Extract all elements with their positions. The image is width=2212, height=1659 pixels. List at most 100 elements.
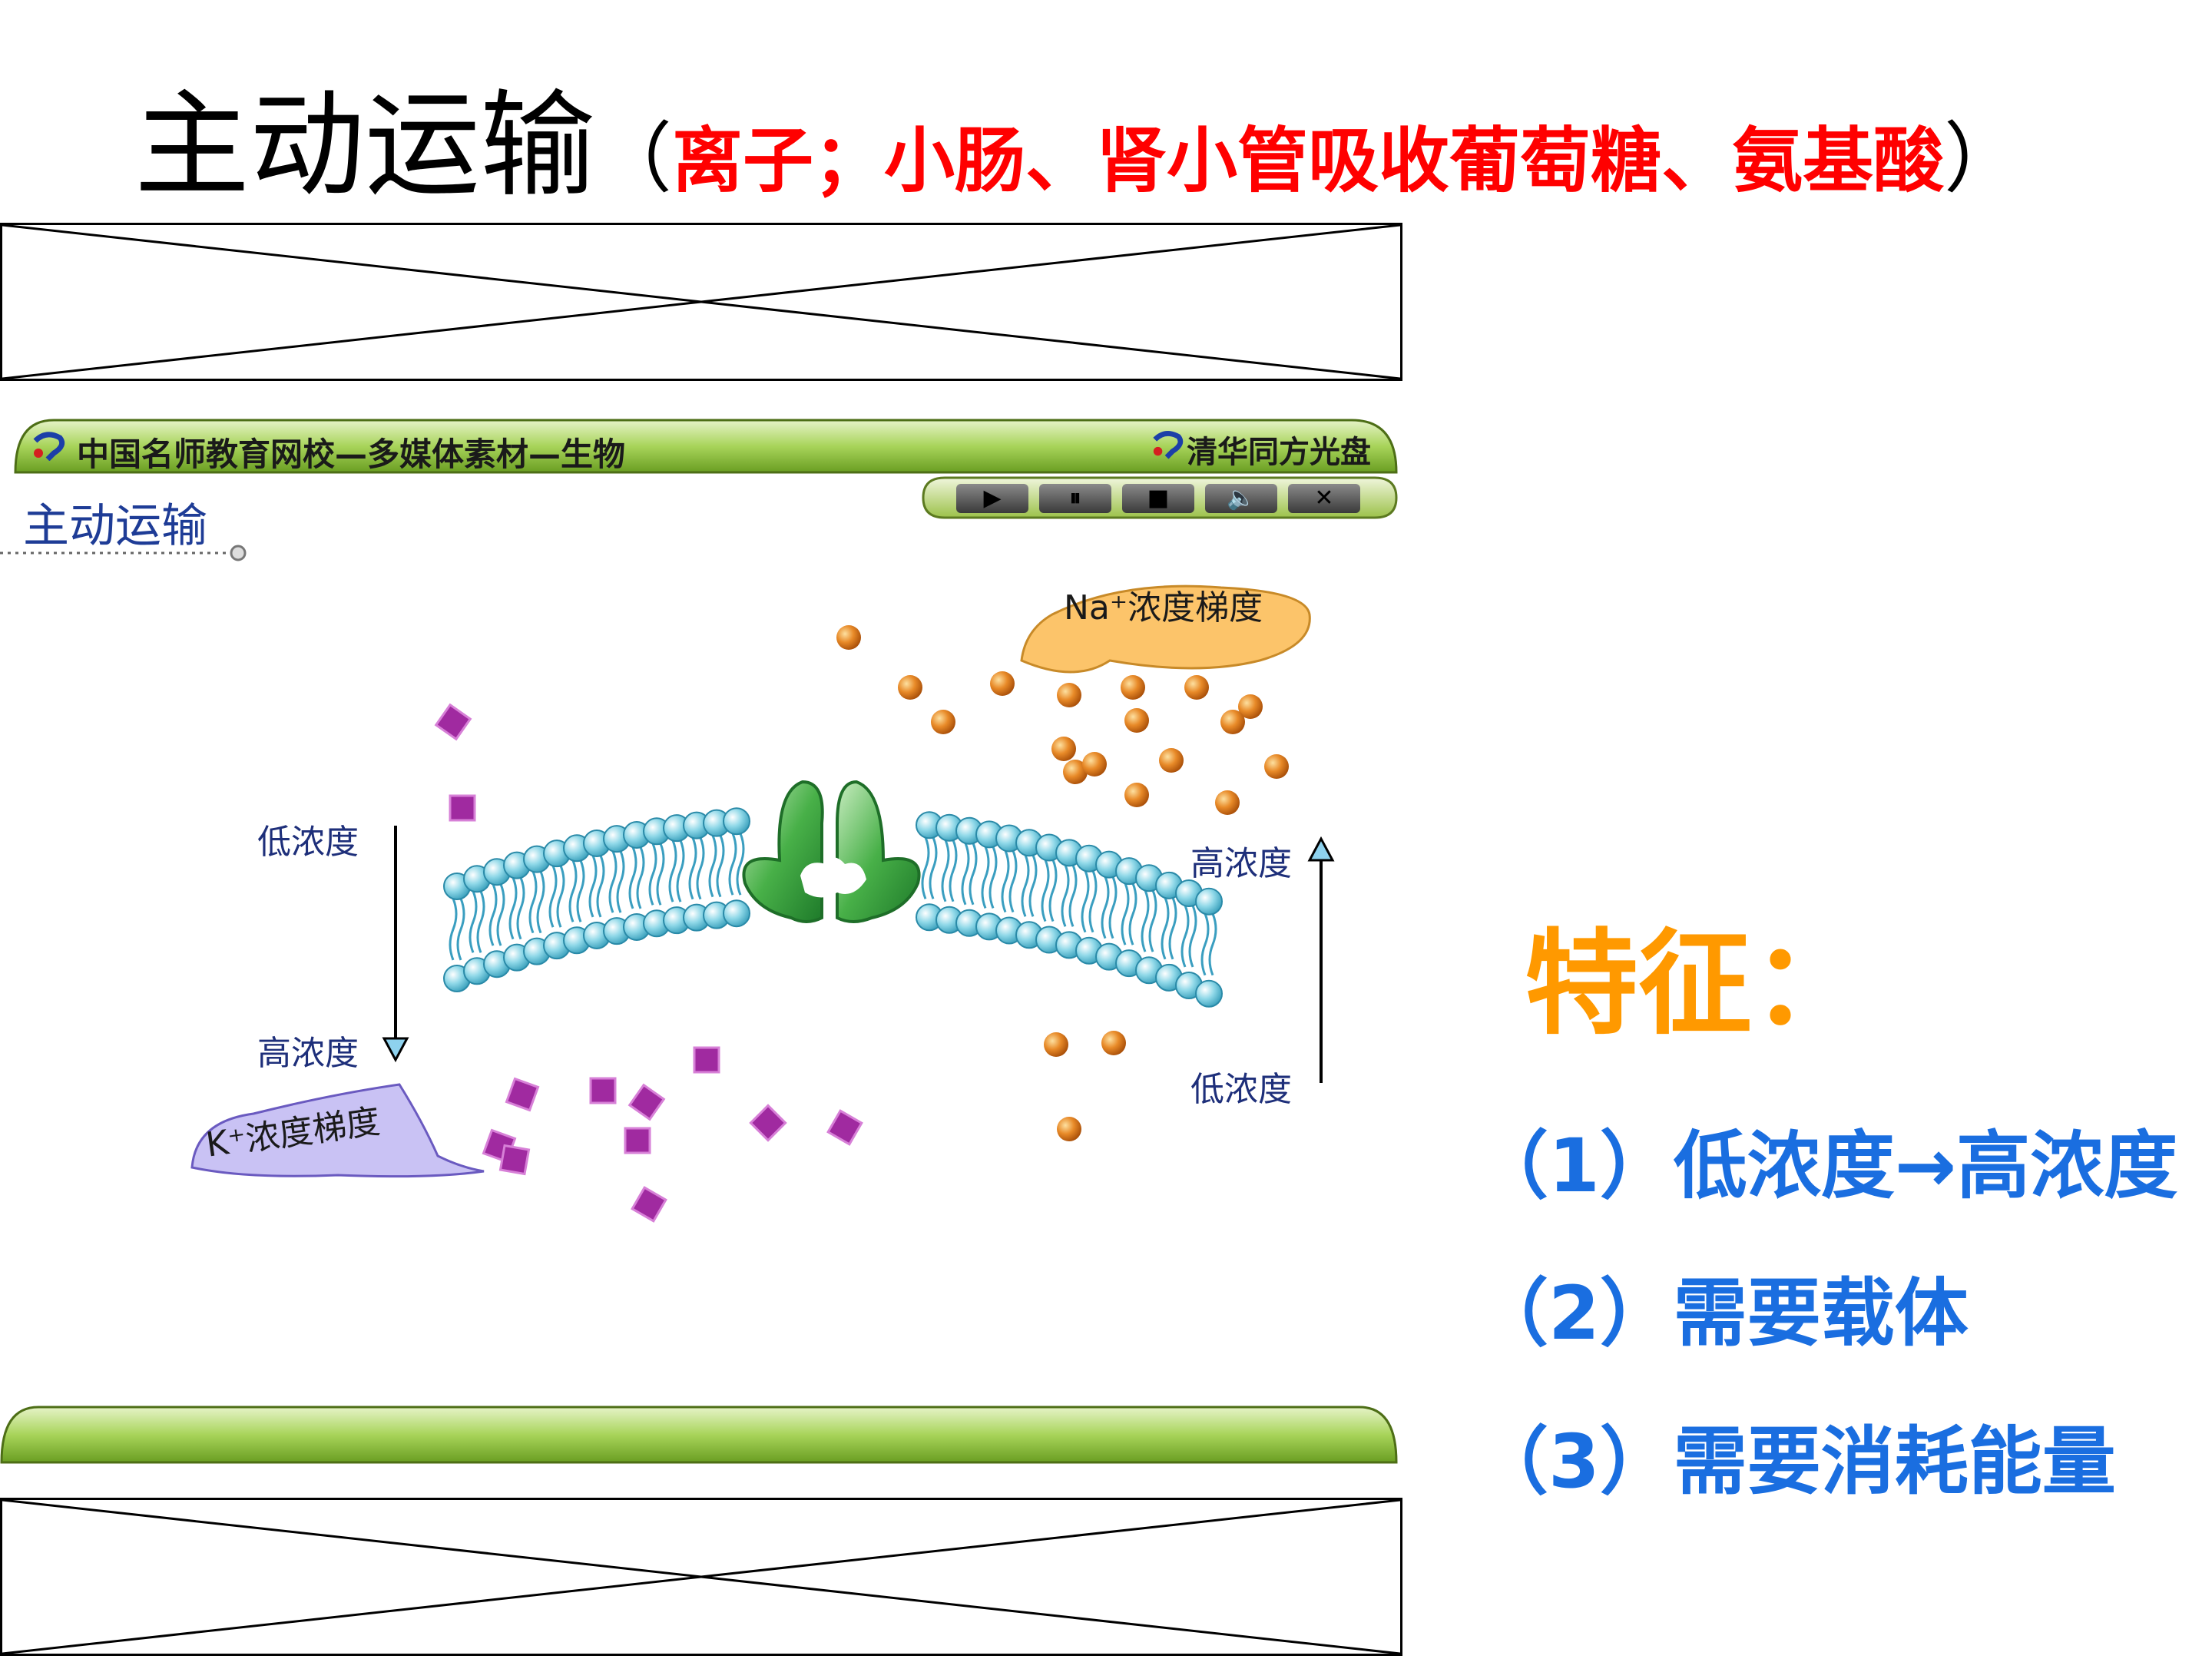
lipid-tail xyxy=(1141,889,1157,952)
lipid-head xyxy=(723,807,750,836)
stop-button[interactable]: ■ xyxy=(1122,484,1194,513)
close-button[interactable]: ✕ xyxy=(1288,484,1360,513)
placeholder-cross-icon xyxy=(2,1500,1400,1654)
left-high-concentration-label: 高浓度 xyxy=(257,1034,359,1073)
lipid-tail xyxy=(469,890,485,953)
right-high-concentration-label: 高浓度 xyxy=(1190,844,1292,883)
player-footer-bar xyxy=(0,1406,1398,1464)
feature-item-2: （2）需要载体 xyxy=(1475,1270,1969,1356)
lipid-tail xyxy=(449,898,465,961)
k-ion xyxy=(826,1109,863,1146)
play-button[interactable]: ▶ xyxy=(956,484,1028,513)
k-ion xyxy=(434,703,472,741)
title-subtitle: 离子；小肠、肾小管吸收葡萄糖、氨基酸 xyxy=(672,120,1945,202)
lipid-tail xyxy=(1021,854,1038,917)
na-gradient-label: Na⁺浓度梯度 xyxy=(1064,588,1263,628)
brand-text: 清华同方光盘 xyxy=(1187,435,1371,470)
na-ion xyxy=(1121,675,1145,700)
player-header-bar xyxy=(14,419,1398,474)
lipid-tail xyxy=(1200,913,1217,976)
na-ion xyxy=(1238,694,1263,719)
animation-title: 主动运输 xyxy=(23,499,207,553)
na-ion xyxy=(1051,737,1076,761)
na-ion xyxy=(990,671,1015,696)
na-ion xyxy=(898,675,922,700)
membrane-animation xyxy=(190,584,1335,1223)
na-ions-group xyxy=(836,625,1289,1141)
na-ion xyxy=(1159,748,1184,773)
slide-title: 主动运输（离子；小肠、肾小管吸收葡萄糖、氨基酸） xyxy=(134,77,2021,215)
k-ion xyxy=(624,1127,651,1154)
lipid-tail xyxy=(708,835,725,898)
lipid-tail xyxy=(688,837,705,900)
title-main: 主动运输 xyxy=(134,79,596,213)
k-ion xyxy=(628,1083,666,1121)
feature-item-3: （3）需要消耗能量 xyxy=(1475,1419,2116,1505)
image-placeholder-bottom xyxy=(0,1498,1402,1656)
na-ion xyxy=(1264,754,1289,779)
na-ion xyxy=(1057,683,1081,707)
k-ions-group xyxy=(434,703,863,1223)
na-ion xyxy=(1044,1032,1068,1057)
lipid-tail xyxy=(568,859,585,922)
k-ion xyxy=(498,1144,531,1176)
lipid-tail xyxy=(528,871,545,934)
lipid-tail xyxy=(648,843,665,906)
lipid-bilayer xyxy=(443,807,1223,1008)
lipid-tail xyxy=(548,865,565,928)
k-ion xyxy=(631,1186,667,1223)
k-ion xyxy=(505,1077,540,1112)
lipid-tail xyxy=(921,836,938,899)
lipid-tail xyxy=(488,883,505,946)
lipid-tail xyxy=(628,846,645,909)
lipid-head xyxy=(1195,979,1223,1008)
k-ion xyxy=(589,1077,617,1104)
title-underline xyxy=(0,545,247,561)
lipid-tail xyxy=(1101,876,1118,939)
na-ion xyxy=(1057,1117,1081,1141)
na-ion xyxy=(1063,760,1088,784)
lipid-tail xyxy=(1181,905,1197,968)
lipid-tail xyxy=(1061,864,1078,927)
na-gradient-bubble xyxy=(1020,584,1311,674)
lipid-tail xyxy=(608,850,625,913)
na-ion xyxy=(1124,708,1149,733)
k-ion xyxy=(449,794,476,822)
right-gradient-arrow xyxy=(1307,836,1335,1083)
lipid-head xyxy=(1195,887,1223,916)
lipid-head xyxy=(723,899,750,928)
player-header-text: 中国名师教育网校—多媒体素材—生物 xyxy=(77,435,626,473)
lipid-tail xyxy=(981,846,998,909)
na-ion xyxy=(836,625,861,650)
lipid-tail xyxy=(728,833,745,896)
lipid-tail xyxy=(1121,882,1137,945)
left-low-concentration-label: 低浓度 xyxy=(257,823,359,862)
lipid-tail xyxy=(961,843,978,906)
na-ion xyxy=(1220,710,1245,734)
pause-button[interactable]: ⏸ xyxy=(1039,484,1111,513)
k-ion xyxy=(693,1046,720,1074)
image-placeholder-top xyxy=(0,223,1402,381)
school-logo-icon xyxy=(33,432,65,461)
k-ion xyxy=(749,1104,787,1142)
placeholder-cross-icon xyxy=(2,225,1400,379)
volume-button[interactable]: 🔈 xyxy=(1205,484,1277,513)
title-close-paren: ） xyxy=(1944,114,2022,204)
na-ion xyxy=(1101,1031,1126,1055)
lipid-tail xyxy=(1161,897,1177,960)
lipid-tail xyxy=(668,839,685,902)
left-gradient-arrow xyxy=(382,826,409,1063)
na-ion xyxy=(1124,783,1149,807)
brand-logo-icon xyxy=(1153,431,1184,459)
na-ion xyxy=(1215,790,1240,815)
title-open-paren: （ xyxy=(595,114,673,204)
lipid-tail xyxy=(1001,849,1018,913)
feature-item-1: （1）低浓度→高浓度 xyxy=(1475,1123,2178,1209)
lipid-tail xyxy=(588,855,605,918)
carrier-protein xyxy=(742,780,921,923)
na-ion xyxy=(1184,675,1209,700)
lipid-tail xyxy=(1041,859,1058,922)
k-gradient-bubble xyxy=(190,1083,485,1178)
lipid-tail xyxy=(1081,870,1098,933)
lipid-tail xyxy=(941,839,958,902)
